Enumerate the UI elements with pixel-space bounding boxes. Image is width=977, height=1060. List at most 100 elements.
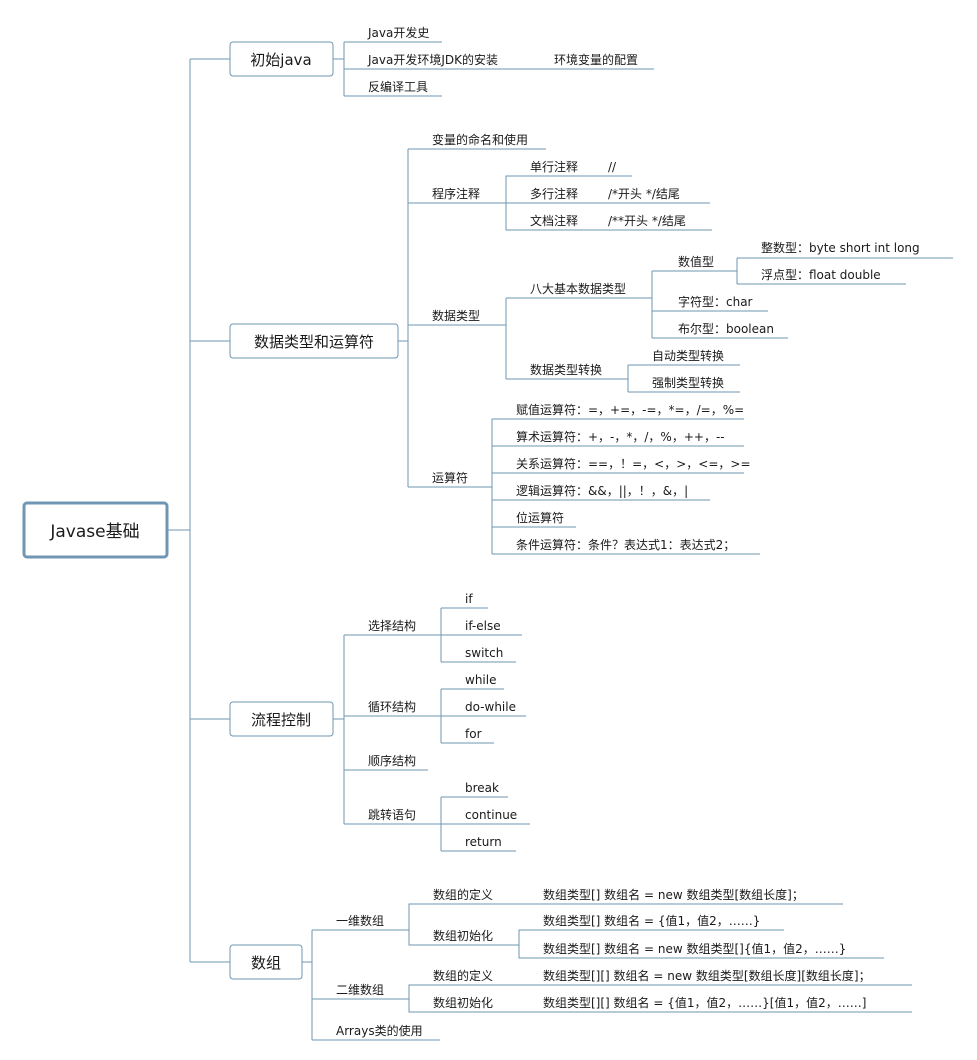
- node-arrays-class[interactable]: Arrays类的使用: [332, 1023, 440, 1041]
- node-single-comment-syntax[interactable]: //: [604, 160, 632, 177]
- node-operators[interactable]: 运算符: [428, 470, 492, 488]
- node-while[interactable]: while: [461, 673, 504, 690]
- node-single-comment[interactable]: 单行注释: [526, 159, 604, 177]
- svg-text:while: while: [465, 673, 496, 687]
- node-return[interactable]: return: [461, 835, 516, 852]
- node-numeric-type[interactable]: 数值型: [672, 254, 737, 272]
- node-type-conversion[interactable]: 数据类型转换: [526, 362, 628, 380]
- node-ternary-operator[interactable]: 条件运算符：条件？表达式1：表达式2；: [512, 537, 760, 555]
- svg-text:数组初始化: 数组初始化: [433, 995, 493, 1010]
- node-one-dim-init[interactable]: 数组初始化: [429, 928, 519, 946]
- svg-text:switch: switch: [465, 646, 503, 660]
- topic-types-node[interactable]: 数据类型和运算符: [229, 323, 399, 359]
- node-one-dim-array[interactable]: 一维数组: [332, 913, 409, 931]
- node-switch[interactable]: switch: [461, 646, 516, 663]
- svg-text:数值型: 数值型: [678, 254, 714, 269]
- node-comments[interactable]: 程序注释: [428, 186, 506, 204]
- node-if-else[interactable]: if-else: [461, 619, 522, 636]
- svg-text:continue: continue: [465, 808, 517, 822]
- node-logical-operator[interactable]: 逻辑运算符：&&，||，！，&，|: [512, 483, 710, 501]
- topic-flow-node[interactable]: 流程控制: [229, 701, 334, 737]
- node-bitwise-operator[interactable]: 位运算符: [512, 510, 576, 528]
- node-one-dim-def-syntax[interactable]: 数组类型[] 数组名 = new 数组类型[数组长度]；: [539, 887, 843, 905]
- topic-flow-label: 流程控制: [251, 711, 311, 729]
- svg-text:赋值运算符：=，+=，-=，*=，/=，%=: 赋值运算符：=，+=，-=，*=，/=，%=: [516, 402, 744, 417]
- node-datatypes[interactable]: 数据类型: [428, 308, 506, 326]
- node-env-config[interactable]: 环境变量的配置: [550, 52, 654, 70]
- svg-text:整数型：byte short int long: 整数型：byte short int long: [761, 240, 920, 255]
- node-loop[interactable]: 循环结构: [364, 699, 441, 717]
- svg-text:多行注释: 多行注释: [530, 186, 578, 201]
- svg-text:强制类型转换: 强制类型转换: [652, 375, 724, 390]
- svg-text:运算符: 运算符: [432, 470, 468, 485]
- svg-text:变量的命名和使用: 变量的命名和使用: [432, 132, 528, 147]
- svg-text:Java开发环境JDK的安装: Java开发环境JDK的安装: [367, 52, 498, 67]
- svg-text:位运算符: 位运算符: [516, 510, 564, 525]
- node-sequence[interactable]: 顺序结构: [364, 753, 428, 771]
- topic-intro-node[interactable]: 初始java: [229, 41, 334, 77]
- node-one-dim-init-a[interactable]: 数组类型[] 数组名 = {值1，值2，……}: [539, 913, 784, 931]
- svg-text:顺序结构: 顺序结构: [368, 753, 416, 768]
- node-break[interactable]: break: [461, 781, 508, 798]
- svg-text:算术运算符：+，-，*，/，%，++，--: 算术运算符：+，-，*，/，%，++，--: [516, 429, 725, 444]
- svg-text:文档注释: 文档注释: [530, 213, 578, 228]
- svg-text:浮点型：float double: 浮点型：float double: [761, 268, 881, 282]
- svg-text:数组的定义: 数组的定义: [433, 887, 493, 902]
- svg-text:自动类型转换: 自动类型转换: [652, 348, 724, 363]
- node-char-type[interactable]: 字符型：char: [672, 294, 768, 312]
- node-relational-operator[interactable]: 关系运算符：==，！=，<，>，<=，>=: [512, 456, 751, 474]
- node-boolean-type[interactable]: 布尔型：boolean: [672, 321, 788, 339]
- svg-text:字符型：char: 字符型：char: [678, 294, 753, 309]
- node-multi-comment[interactable]: 多行注释: [526, 186, 604, 204]
- svg-text:/*开头 */结尾: /*开头 */结尾: [608, 187, 680, 201]
- node-for[interactable]: for: [461, 727, 494, 744]
- node-doc-comment[interactable]: 文档注释: [526, 213, 604, 231]
- topic-arrays-label: 数组: [251, 954, 281, 972]
- node-doc-comment-syntax[interactable]: /**开头 */结尾: [604, 214, 712, 231]
- topic-arrays-node[interactable]: 数组: [229, 944, 303, 980]
- node-float-type[interactable]: 浮点型：float double: [757, 268, 906, 285]
- svg-text:选择结构: 选择结构: [368, 618, 416, 633]
- svg-text:if-else: if-else: [465, 619, 501, 633]
- svg-text:关系运算符：==，！=，<，>，<=，>=: 关系运算符：==，！=，<，>，<=，>=: [516, 456, 751, 471]
- node-one-dim-init-b[interactable]: 数组类型[] 数组名 = new 数组类型[]{值1，值2，……}: [539, 941, 884, 959]
- svg-text:数据类型转换: 数据类型转换: [530, 362, 602, 377]
- node-two-dim-init[interactable]: 数组初始化: [429, 995, 539, 1013]
- svg-text:数组类型[] 数组名 = {值1，值2，……}: 数组类型[] 数组名 = {值1，值2，……}: [543, 913, 760, 928]
- node-two-dim-def[interactable]: 数组的定义: [429, 968, 539, 986]
- node-selection[interactable]: 选择结构: [364, 618, 441, 636]
- svg-text:/**开头 */结尾: /**开头 */结尾: [608, 214, 686, 228]
- node-java-history[interactable]: Java开发史: [364, 25, 442, 43]
- node-arith-operator[interactable]: 算术运算符：+，-，*，/，%，++，--: [512, 429, 744, 447]
- node-primitive-types[interactable]: 八大基本数据类型: [526, 281, 652, 299]
- node-continue[interactable]: continue: [461, 808, 530, 825]
- node-auto-conversion[interactable]: 自动类型转换: [648, 348, 740, 366]
- node-one-dim-def[interactable]: 数组的定义: [429, 887, 539, 905]
- svg-text:break: break: [465, 781, 499, 795]
- node-if[interactable]: if: [461, 592, 488, 609]
- node-forced-conversion[interactable]: 强制类型转换: [648, 375, 740, 393]
- node-multi-comment-syntax[interactable]: /*开头 */结尾: [604, 187, 710, 204]
- root-label: Javase基础: [49, 522, 139, 542]
- node-jump[interactable]: 跳转语句: [364, 807, 441, 825]
- svg-text:逻辑运算符：&&，||，！，&，|: 逻辑运算符：&&，||，！，&，|: [516, 483, 688, 498]
- svg-text:程序注释: 程序注释: [432, 186, 480, 201]
- node-two-dim-init-syntax[interactable]: 数组类型[][] 数组名 = {值1，值2，……}[值1，值2，……]: [539, 995, 912, 1013]
- svg-text:单行注释: 单行注释: [530, 159, 578, 174]
- node-var-naming[interactable]: 变量的命名和使用: [428, 132, 546, 150]
- node-two-dim-def-syntax[interactable]: 数组类型[][] 数组名 = new 数组类型[数组长度][数组长度]；: [539, 968, 912, 986]
- svg-text:循环结构: 循环结构: [368, 699, 416, 714]
- node-decompiler[interactable]: 反编译工具: [364, 79, 442, 97]
- svg-text:反编译工具: 反编译工具: [368, 79, 428, 94]
- svg-text:if: if: [465, 592, 473, 606]
- node-do-while[interactable]: do-while: [461, 700, 526, 717]
- svg-text:数组类型[][] 数组名 = {值1，值2，……}[值1，值: 数组类型[][] 数组名 = {值1，值2，……}[值1，值2，……]: [543, 995, 866, 1010]
- root-node[interactable]: Javase基础: [22, 501, 169, 559]
- node-jdk-install[interactable]: Java开发环境JDK的安装: [364, 52, 550, 70]
- svg-text:数组类型[] 数组名 = new 数组类型[]{值1，值2，: 数组类型[] 数组名 = new 数组类型[]{值1，值2，……}: [543, 941, 846, 956]
- node-assign-operator[interactable]: 赋值运算符：=，+=，-=，*=，/=，%=: [512, 402, 744, 420]
- svg-text:布尔型：boolean: 布尔型：boolean: [678, 321, 774, 336]
- node-integer-type[interactable]: 整数型：byte short int long: [757, 240, 953, 259]
- node-two-dim-array[interactable]: 二维数组: [332, 982, 409, 1000]
